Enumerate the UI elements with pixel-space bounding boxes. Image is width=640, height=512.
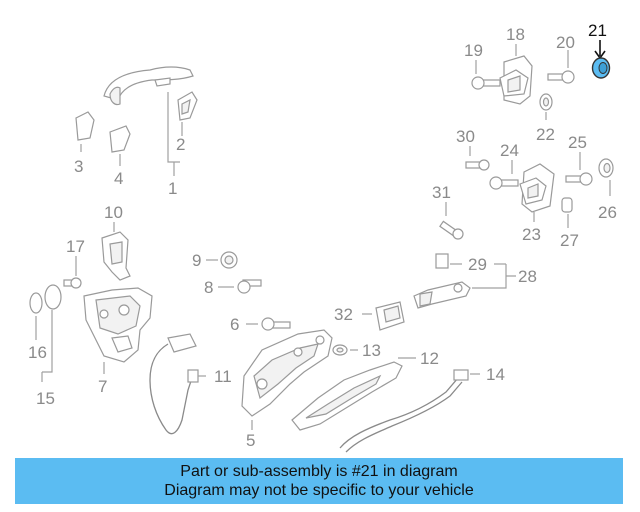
callout-9: 9 bbox=[192, 251, 201, 270]
callout-20: 20 bbox=[556, 33, 575, 52]
info-banner: Part or sub-assembly is #21 in diagram D… bbox=[15, 458, 623, 504]
callout-6: 6 bbox=[230, 315, 239, 334]
callout-32: 32 bbox=[334, 305, 353, 324]
callout-24: 24 bbox=[500, 141, 519, 160]
bushing-27 bbox=[561, 197, 573, 228]
bolt-20 bbox=[547, 50, 575, 84]
bolt-30 bbox=[465, 146, 490, 171]
bumper-29 bbox=[435, 253, 506, 269]
callout-3: 3 bbox=[74, 157, 83, 176]
callout-27: 27 bbox=[560, 231, 579, 250]
callout-8: 8 bbox=[204, 278, 213, 297]
bolt-17 bbox=[63, 256, 82, 289]
callout-7: 7 bbox=[98, 377, 107, 396]
cover-part-4 bbox=[109, 125, 131, 166]
cable-11 bbox=[149, 333, 206, 435]
callout-11: 11 bbox=[214, 367, 232, 386]
cable-14 bbox=[339, 369, 480, 453]
bolt-31 bbox=[439, 202, 464, 240]
bolt-25 bbox=[565, 152, 593, 186]
bushing-9 bbox=[206, 251, 238, 269]
callout-21[interactable]: 21 bbox=[588, 21, 607, 40]
trim-panel-12 bbox=[291, 357, 416, 431]
callout-16: 16 bbox=[28, 343, 47, 362]
part-21-highlighted[interactable] bbox=[591, 40, 611, 79]
callout-22: 22 bbox=[536, 125, 555, 144]
upper-hinge-18 bbox=[499, 44, 533, 105]
callout-13: 13 bbox=[362, 341, 381, 360]
outside-handle-part bbox=[103, 66, 194, 106]
callout-19: 19 bbox=[464, 41, 483, 60]
check-strap-cover-32 bbox=[362, 301, 405, 331]
lock-cylinder-part bbox=[101, 222, 131, 281]
washer-13 bbox=[332, 344, 358, 356]
door-latch-part bbox=[83, 287, 153, 374]
callout-31: 31 bbox=[432, 183, 451, 202]
leader-1 bbox=[167, 92, 180, 176]
callout-2: 2 bbox=[176, 135, 185, 154]
gasket-16 bbox=[29, 284, 62, 382]
callout-18: 18 bbox=[506, 25, 525, 44]
banner-line-disclaimer: Diagram may not be specific to your vehi… bbox=[164, 482, 474, 499]
callout-15: 15 bbox=[36, 389, 55, 408]
callout-12: 12 bbox=[420, 349, 439, 368]
callout-30: 30 bbox=[456, 127, 475, 146]
callout-25: 25 bbox=[568, 133, 587, 152]
callout-29: 29 bbox=[468, 255, 487, 274]
lower-hinge-23 bbox=[519, 163, 555, 222]
cover-part-3 bbox=[75, 111, 95, 152]
screw-8 bbox=[218, 279, 262, 294]
banner-line-part-reference: Part or sub-assembly is #21 in diagram bbox=[180, 463, 458, 480]
bushing-22 bbox=[539, 93, 553, 120]
bolt-19 bbox=[471, 60, 501, 90]
callout-5: 5 bbox=[246, 431, 255, 450]
callout-10: 10 bbox=[104, 203, 123, 222]
bolt-24 bbox=[489, 160, 519, 190]
bushing-26 bbox=[598, 158, 614, 196]
callout-28: 28 bbox=[518, 267, 537, 286]
callout-1: 1 bbox=[168, 179, 177, 198]
callout-14: 14 bbox=[486, 365, 505, 384]
check-strap-28 bbox=[413, 264, 516, 309]
callout-23: 23 bbox=[522, 225, 541, 244]
handle-cap-part bbox=[177, 91, 198, 121]
stud-6 bbox=[246, 317, 291, 331]
callout-17: 17 bbox=[66, 237, 85, 256]
inside-handle-assembly bbox=[241, 329, 333, 430]
callout-26: 26 bbox=[598, 203, 617, 222]
callout-4: 4 bbox=[114, 169, 123, 188]
